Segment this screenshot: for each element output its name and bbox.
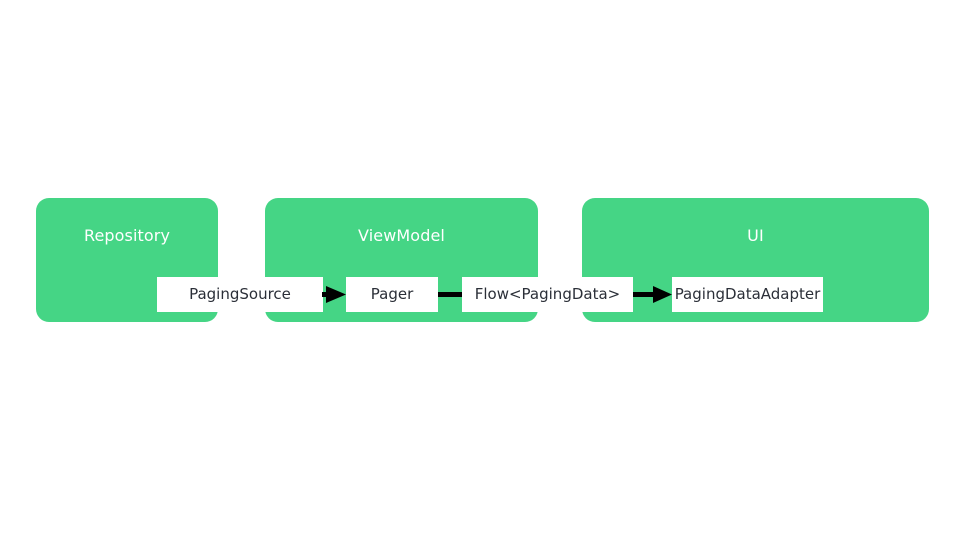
- layer-box-repository: Repository: [36, 198, 218, 322]
- component-chip-pagingdataadapter: PagingDataAdapter: [672, 277, 823, 312]
- layer-title-ui: UI: [747, 226, 764, 245]
- line-icon: [438, 292, 462, 297]
- connector-flow-to-pagingdataadapter: [632, 277, 673, 312]
- component-chip-pagingsource: PagingSource: [157, 277, 323, 312]
- component-chip-flow-pagingdata: Flow<PagingData>: [462, 277, 633, 312]
- layer-title-viewmodel: ViewModel: [358, 226, 445, 245]
- connector-pager-to-flow: [437, 277, 463, 312]
- layer-title-repository: Repository: [83, 226, 171, 245]
- connector-pagingsource-to-pager: [322, 277, 347, 312]
- component-chip-pager: Pager: [346, 277, 438, 312]
- arrow-right-icon: [322, 286, 346, 303]
- arrow-right-icon: [633, 286, 672, 303]
